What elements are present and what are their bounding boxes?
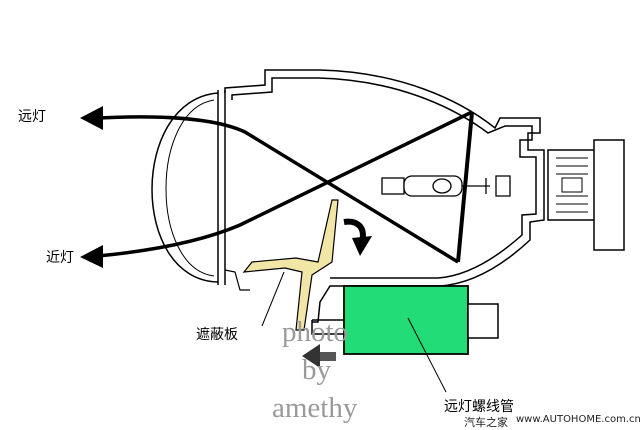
shield-leader: [261, 271, 285, 327]
bulb-filament: [432, 178, 452, 194]
projector-lens: [151, 92, 219, 283]
lens-ring: [217, 90, 226, 285]
low-beam-ray: [97, 110, 473, 258]
solenoid-leader: [407, 317, 447, 393]
socket-cap: [593, 139, 625, 251]
socket-ribs: [556, 157, 588, 213]
solenoid-body: [343, 285, 469, 355]
housing-outline-inner: [231, 77, 537, 279]
solenoid-plunger: [467, 303, 499, 339]
shield-label: 遮蔽板: [196, 327, 238, 343]
bulb-base: [381, 177, 405, 195]
slide-arrow-shaft: [318, 352, 336, 361]
lens-inner-curve: [165, 99, 215, 277]
high-beam-arrowhead: [80, 106, 103, 130]
housing-outline-outer: [224, 69, 545, 323]
bulb-leads: [462, 175, 511, 197]
slide-arrow-head: [302, 344, 320, 368]
watermark-by: by: [302, 354, 331, 386]
solenoid-label: 远灯螺线管: [444, 399, 514, 415]
low-beam-arrowhead: [80, 245, 103, 268]
reflector-chord: [456, 111, 474, 263]
solenoid-mount: [311, 319, 344, 335]
high-beam-label: 远灯: [18, 109, 46, 125]
footer-site-url: www.AUTOHOME.com.cn: [516, 414, 640, 425]
rotation-arrow-head: [352, 236, 372, 256]
high-beam-ray: [99, 115, 459, 264]
shield-plate: [242, 199, 339, 331]
housing-lower-left: [224, 269, 250, 291]
low-beam-label: 近灯: [46, 250, 74, 266]
watermark-author: amethy: [272, 392, 358, 424]
watermark-photo: photo: [282, 316, 349, 348]
footer-site-name: 汽车之家: [464, 416, 508, 429]
socket-inner: [561, 177, 583, 193]
